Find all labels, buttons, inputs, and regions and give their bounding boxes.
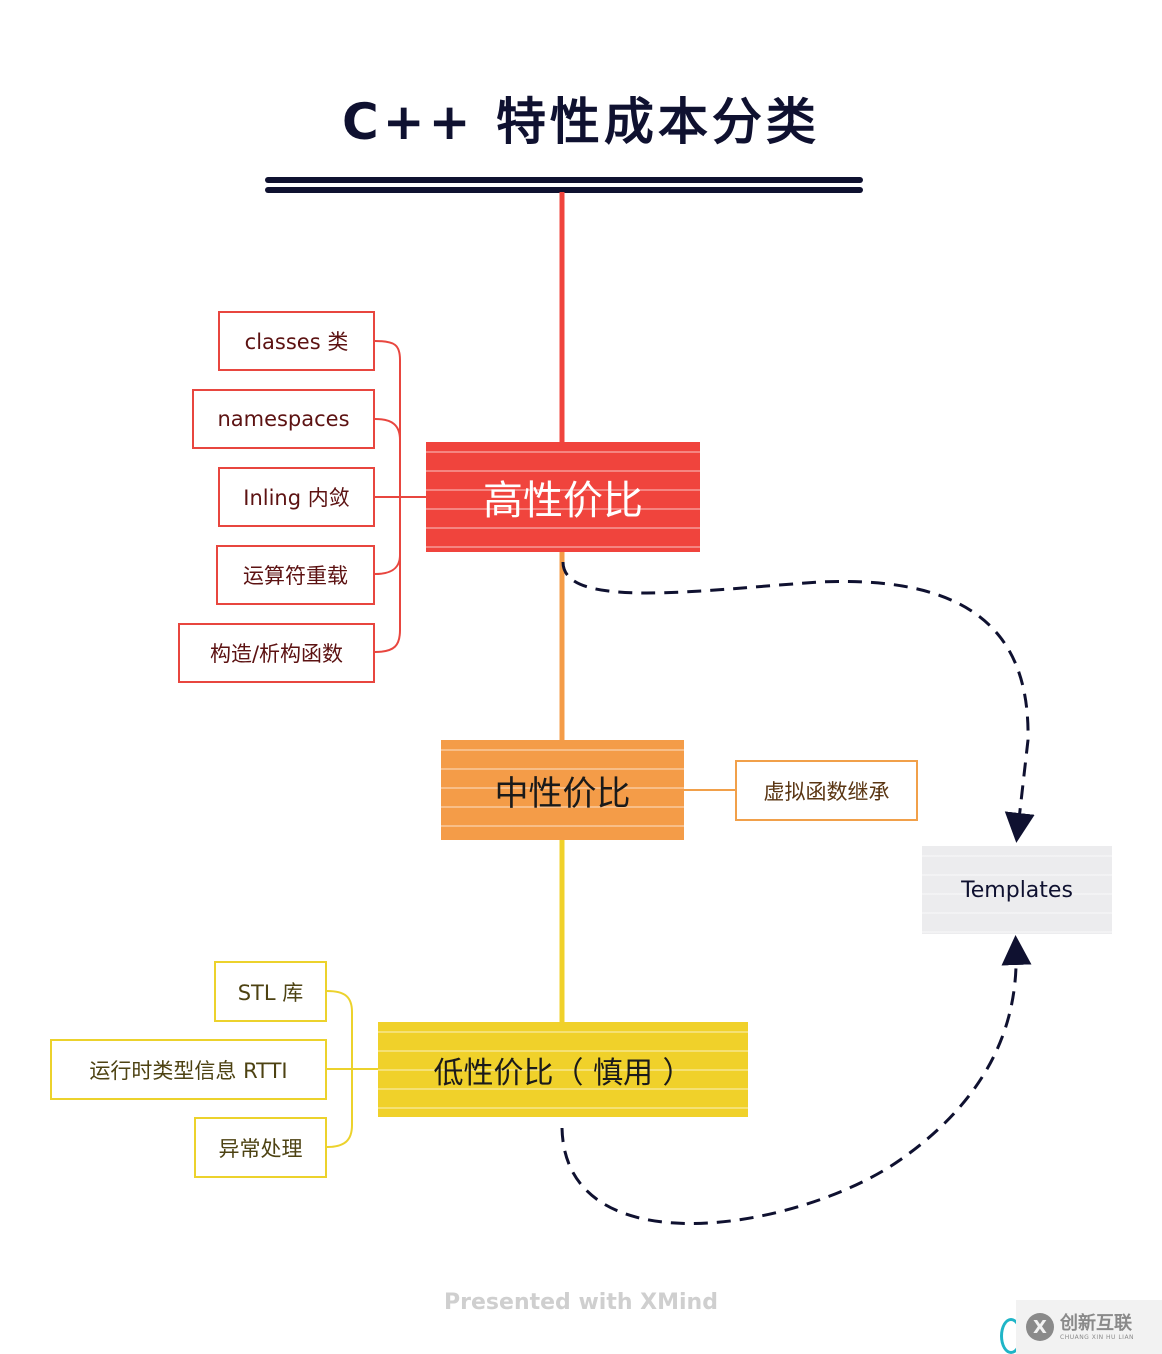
sketch-fill	[922, 846, 1112, 934]
watermark-name-cn: 创新互联	[1060, 1312, 1132, 1334]
watermark-name-en: CHUANG XIN HU LIAN	[1060, 1333, 1135, 1341]
subtopic-namespaces[interactable]: namespaces	[192, 389, 375, 449]
subtopic-label: 异常处理	[218, 1136, 303, 1161]
subtopic-operator-overloading[interactable]: 运算符重载	[216, 545, 375, 605]
subtopic-exception-handling[interactable]: 异常处理	[194, 1117, 327, 1178]
subtopic-label: 运行时类型信息 RTTI	[89, 1058, 288, 1083]
subtopic-label: namespaces	[217, 407, 350, 431]
sketch-fill	[378, 1022, 748, 1117]
topic-medium-value[interactable]: 中性价比	[441, 740, 684, 840]
relationship-low-to-templates	[560, 935, 1032, 1225]
watermark-logo-icon: X	[1026, 1313, 1054, 1341]
presented-with-footer: Presented with XMind	[444, 1290, 718, 1315]
sketch-fill	[441, 740, 684, 840]
subtopic-label: 构造/析构函数	[209, 642, 344, 666]
subtopic-label: STL 库	[237, 980, 304, 1005]
relationship-high-to-templates	[561, 561, 1035, 843]
templates-label: Templates	[961, 877, 1073, 903]
subtopic-classes[interactable]: classes 类	[218, 311, 375, 371]
floating-topic-templates[interactable]: Templates	[922, 846, 1112, 934]
topic-high-label: 高性价比	[483, 478, 643, 524]
subtopic-rtti[interactable]: 运行时类型信息 RTTI	[50, 1039, 327, 1100]
topic-medium-label: 中性价比	[494, 773, 631, 814]
subtopic-inline[interactable]: Inling 内敛	[218, 467, 375, 527]
subtopic-constructor-destructor[interactable]: 构造/析构函数	[178, 623, 375, 683]
subtopic-label: classes 类	[244, 330, 349, 354]
map-title: C++ 特性成本分类	[342, 93, 820, 151]
topic-low-value[interactable]: 低性价比（ 慎用 ）	[378, 1022, 748, 1117]
topic-high-value[interactable]: 高性价比	[426, 442, 700, 552]
subtopic-virtual-inheritance[interactable]: 虚拟函数继承	[735, 760, 918, 821]
watermark-badge: X 创新互联 CHUANG XIN HU LIAN	[1016, 1300, 1162, 1354]
subtopic-label: 虚拟函数继承	[763, 779, 890, 804]
loading-ring-icon	[1000, 1318, 1022, 1354]
subtopic-label: Inling 内敛	[243, 486, 350, 510]
sketch-fill	[426, 442, 700, 552]
high-branch-connectors	[374, 340, 428, 653]
topic-low-label: 低性价比（ 慎用 ）	[433, 1055, 693, 1091]
subtopic-label: 运算符重载	[243, 564, 348, 588]
low-branch-connectors	[326, 990, 378, 1148]
subtopic-stl[interactable]: STL 库	[214, 961, 327, 1022]
